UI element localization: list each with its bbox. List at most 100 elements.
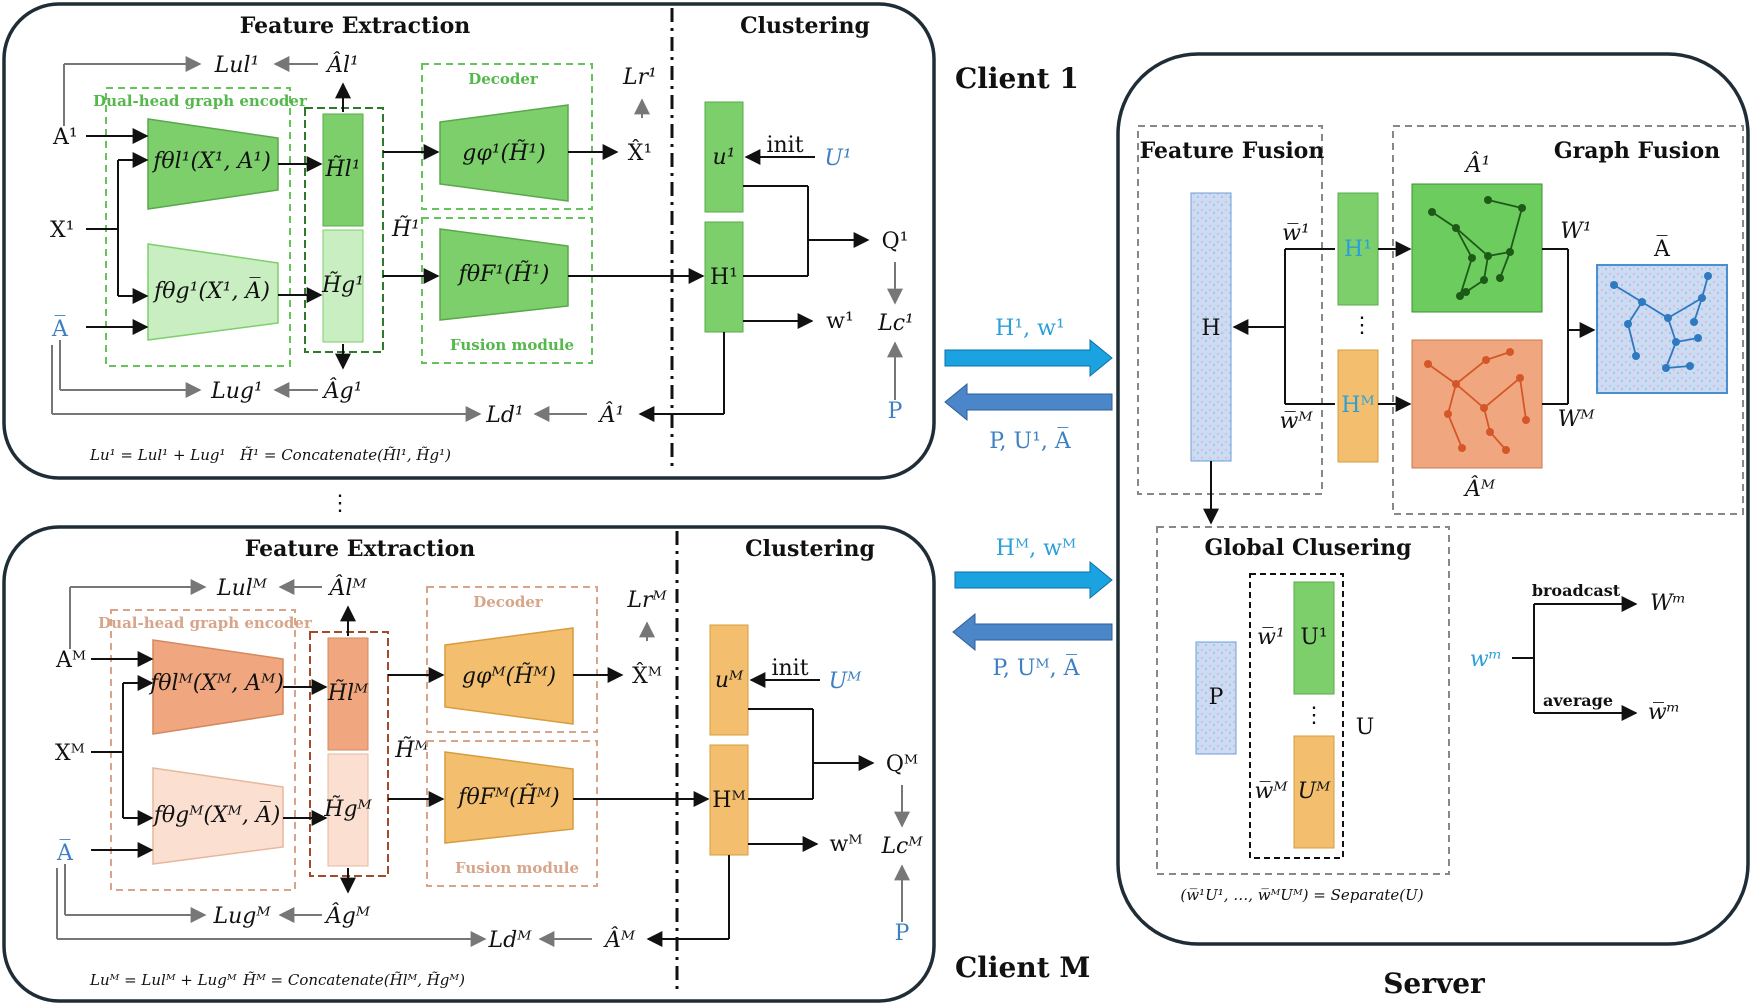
cM-Hl: H̃lᴹ: [327, 680, 369, 706]
c1-g-dec: gφ¹(H̃¹): [462, 140, 545, 166]
c1-clustering-title: Clustering: [740, 13, 870, 39]
server-wbarM: w̅ᴹ: [1279, 409, 1313, 434]
cM-formula-concat: H̃ᴹ = Concatenate(H̃lᴹ, H̃gᴹ): [242, 971, 465, 989]
c1-Hl-block: [322, 113, 364, 227]
server-H-block: [1190, 192, 1232, 462]
server-wm: wᵐ: [1470, 647, 1502, 672]
server-Abar: A̅: [1653, 235, 1671, 262]
c1-Alhat: Âl¹: [325, 51, 359, 78]
cM-fusion-label: Fusion module: [455, 859, 579, 877]
client-1-panel: Feature Extraction Clustering Dual-head …: [2, 2, 1079, 480]
server-A1hat: Â¹: [1464, 151, 1491, 178]
graph-fusion-title: Graph Fusion: [1554, 138, 1720, 164]
c1-encoder-label: Dual-head graph encoder: [93, 92, 308, 110]
cM-f-fus: fθFᴹ(H̃ᴹ): [456, 784, 559, 810]
c1-Hg-block: [322, 229, 364, 343]
cM-Xhat: X̂ᴹ: [632, 663, 662, 689]
c1-U: U¹: [824, 146, 851, 171]
c1-title: Client 1: [955, 62, 1079, 95]
cM-fusion-module: [444, 751, 574, 844]
c1-fusion-module: [439, 228, 569, 321]
server-AMhat-graph: [1411, 339, 1543, 469]
c1-X-input: X¹: [50, 218, 74, 243]
cM-g-dec: gφᴹ(H̃ᴹ): [462, 663, 556, 689]
cM-clustering-title: Clustering: [745, 536, 875, 562]
cM-Q: Qᴹ: [886, 752, 918, 777]
cM-decoder: [444, 627, 574, 725]
c1-u: u¹: [713, 145, 736, 170]
cM-global-encoder: [152, 767, 284, 865]
server-U1-block: [1293, 581, 1335, 695]
c1-decoder: [439, 104, 569, 202]
feature-fusion-title: Feature Fusion: [1140, 138, 1325, 164]
cM-U: Uᴹ: [829, 669, 863, 694]
server-U: U: [1356, 715, 1375, 740]
cM-Ld: Ldᴹ: [488, 928, 533, 953]
cM-formula-loss: Luᴹ = Lulᴹ + Lugᴹ: [89, 971, 237, 989]
server-AMhat-nodes: [1424, 348, 1530, 454]
c1-P: P: [888, 399, 903, 424]
c1-Lug: Lug¹: [210, 379, 263, 404]
c1-formula-concat: H̃¹ = Concatenate(H̃l¹, H̃g¹): [239, 446, 451, 464]
server-P-block: [1195, 641, 1237, 755]
global-clustering-title: Global Clusering: [1204, 535, 1411, 561]
server-ellipsis-H: ⋮: [1351, 313, 1373, 338]
c1-Q: Q¹: [882, 229, 909, 254]
c1-H-block: [704, 221, 744, 333]
server-AMhat: Âᴹ: [1463, 475, 1496, 502]
cM-Lul: Lulᴹ: [216, 576, 268, 601]
cM-f-global: fθgᴹ(Xᴹ, A̅): [152, 801, 281, 828]
cM-Abar-input: A̅: [56, 839, 74, 866]
clients-ellipsis: ⋮: [329, 491, 351, 516]
cM-Htilde: H̃ᴹ: [394, 737, 429, 763]
comm-down-M: P, Uᴹ, A̅: [993, 654, 1081, 681]
server-broadcast: broadcast: [1532, 581, 1621, 600]
cM-Hg: H̃gᴹ: [323, 796, 372, 822]
cM-u-block: [709, 624, 749, 736]
c1-Lr: Lr¹: [622, 65, 657, 90]
cM-u: uᴹ: [715, 668, 744, 693]
cM-A-input: Aᴹ: [55, 648, 86, 673]
c1-f-local: fθl¹(X¹, A¹): [151, 149, 271, 174]
c1-Hg: H̃g¹: [321, 272, 364, 298]
c1-fusion-label: Fusion module: [450, 336, 574, 354]
cM-decoder-label: Decoder: [473, 593, 544, 611]
server-U1: U¹: [1300, 625, 1327, 650]
server-separate-formula: (w̅¹U¹, …, w̅ᴹUᴹ) = Separate(U): [1180, 886, 1423, 904]
c1-Xhat: X̂¹: [628, 140, 652, 166]
server-wbar1: w̅¹: [1282, 221, 1310, 246]
server-Wm: Wᵐ: [1650, 591, 1686, 616]
c1-local-encoder: [147, 118, 279, 210]
server-H1: H¹: [1344, 237, 1372, 262]
cM-init: init: [771, 656, 808, 681]
cM-feature-extraction-title: Feature Extraction: [245, 536, 476, 562]
cM-Lr: Lrᴹ: [626, 588, 667, 613]
c1-Ld: Ld¹: [485, 403, 524, 428]
cM-Lug: Lugᴹ: [212, 904, 271, 929]
server-average: average: [1543, 691, 1613, 710]
c1-init: init: [766, 133, 803, 158]
download-arrow-M: [952, 612, 1113, 652]
cM-X-input: Xᴹ: [55, 741, 85, 766]
communication-arrows: H¹, w¹ P, U¹, A̅ Hᴹ, wᴹ P, Uᴹ, A̅: [944, 316, 1113, 681]
server-WM: Wᴹ: [1558, 407, 1596, 432]
c1-Htilde: H̃¹: [391, 216, 420, 242]
server-HM: Hᴹ: [1341, 393, 1374, 418]
comm-up-1: H¹, w¹: [995, 316, 1065, 341]
c1-f-global: fθg¹(X¹, A̅): [152, 277, 270, 304]
server-ellipsis-U: ⋮: [1303, 703, 1325, 728]
c1-feature-extraction-title: Feature Extraction: [240, 13, 471, 39]
server-A1hat-graph: [1411, 183, 1543, 313]
cM-title: Client M: [955, 951, 1090, 984]
server-UM: Uᴹ: [1298, 779, 1332, 804]
c1-Abar-input: A̅: [51, 315, 69, 342]
c1-global-encoder: [147, 243, 279, 341]
cM-Alhat: Âlᴹ: [327, 574, 367, 601]
server-UM-block: [1293, 735, 1335, 849]
upload-arrow-1: [944, 338, 1113, 378]
server-wbar-m: w̅ᵐ: [1648, 700, 1680, 725]
cM-Ahat: Âᴹ: [603, 926, 636, 953]
c1-Lc: Lc¹: [877, 311, 914, 336]
cM-f-local: fθlᴹ(Xᴹ, Aᴹ): [148, 671, 284, 696]
